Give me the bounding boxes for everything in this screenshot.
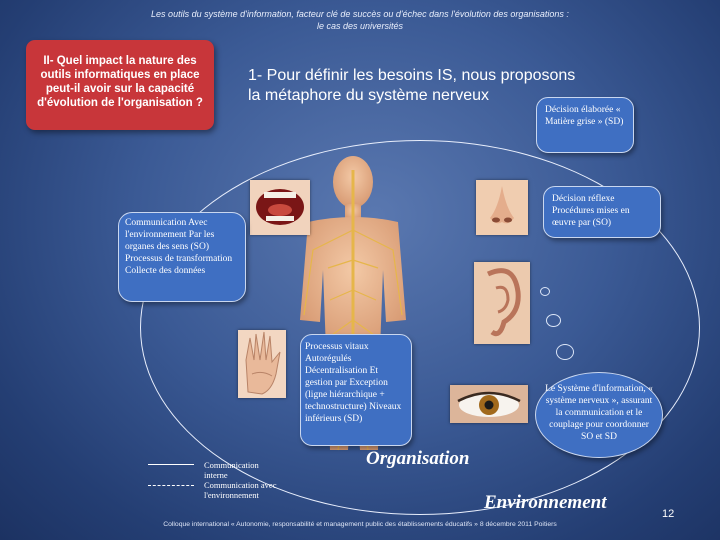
footer: Colloque international « Autonomie, resp… — [0, 521, 720, 528]
header: Les outils du système d'information, fac… — [0, 8, 720, 32]
environnement-label: Environnement — [484, 492, 606, 514]
hand-image — [238, 330, 286, 398]
legend-dashed-label: Communication avec l'environnement — [204, 480, 294, 500]
legend-solid-line — [148, 464, 194, 465]
main-title-line1: 1- Pour définir les besoins IS, nous pro… — [248, 66, 608, 86]
header-line1: Les outils du système d'information, fac… — [0, 8, 720, 20]
bubble-decision-elaboree: Décision élaborée « Matière grise » (SD) — [536, 97, 634, 153]
bubble-communication: Communication Avec l'environnement Par l… — [118, 212, 246, 302]
mouth-image — [250, 180, 310, 235]
nose-image — [476, 180, 528, 235]
thought-dot — [540, 287, 550, 296]
header-line2: le cas des universités — [0, 20, 720, 32]
legend-dashed-line — [148, 485, 194, 486]
legend: Communication interne Communication avec… — [148, 458, 298, 502]
question-box: II- Quel impact la nature des outils inf… — [26, 40, 214, 130]
thought-dot — [546, 314, 561, 327]
bubble-systeme-information: Le Système d'information, « système nerv… — [535, 372, 663, 458]
bubble-processus-vitaux: Processus vitaux Autorégulés Décentralis… — [300, 334, 412, 446]
legend-solid-label: Communication interne — [204, 460, 276, 480]
ear-image — [474, 262, 530, 344]
bubble-decision-reflexe: Décision réflexe Procédures mises en œuv… — [543, 186, 661, 238]
eye-image — [450, 385, 528, 423]
organisation-label: Organisation — [366, 448, 469, 470]
page-number: 12 — [662, 508, 674, 520]
thought-dot — [556, 344, 574, 360]
